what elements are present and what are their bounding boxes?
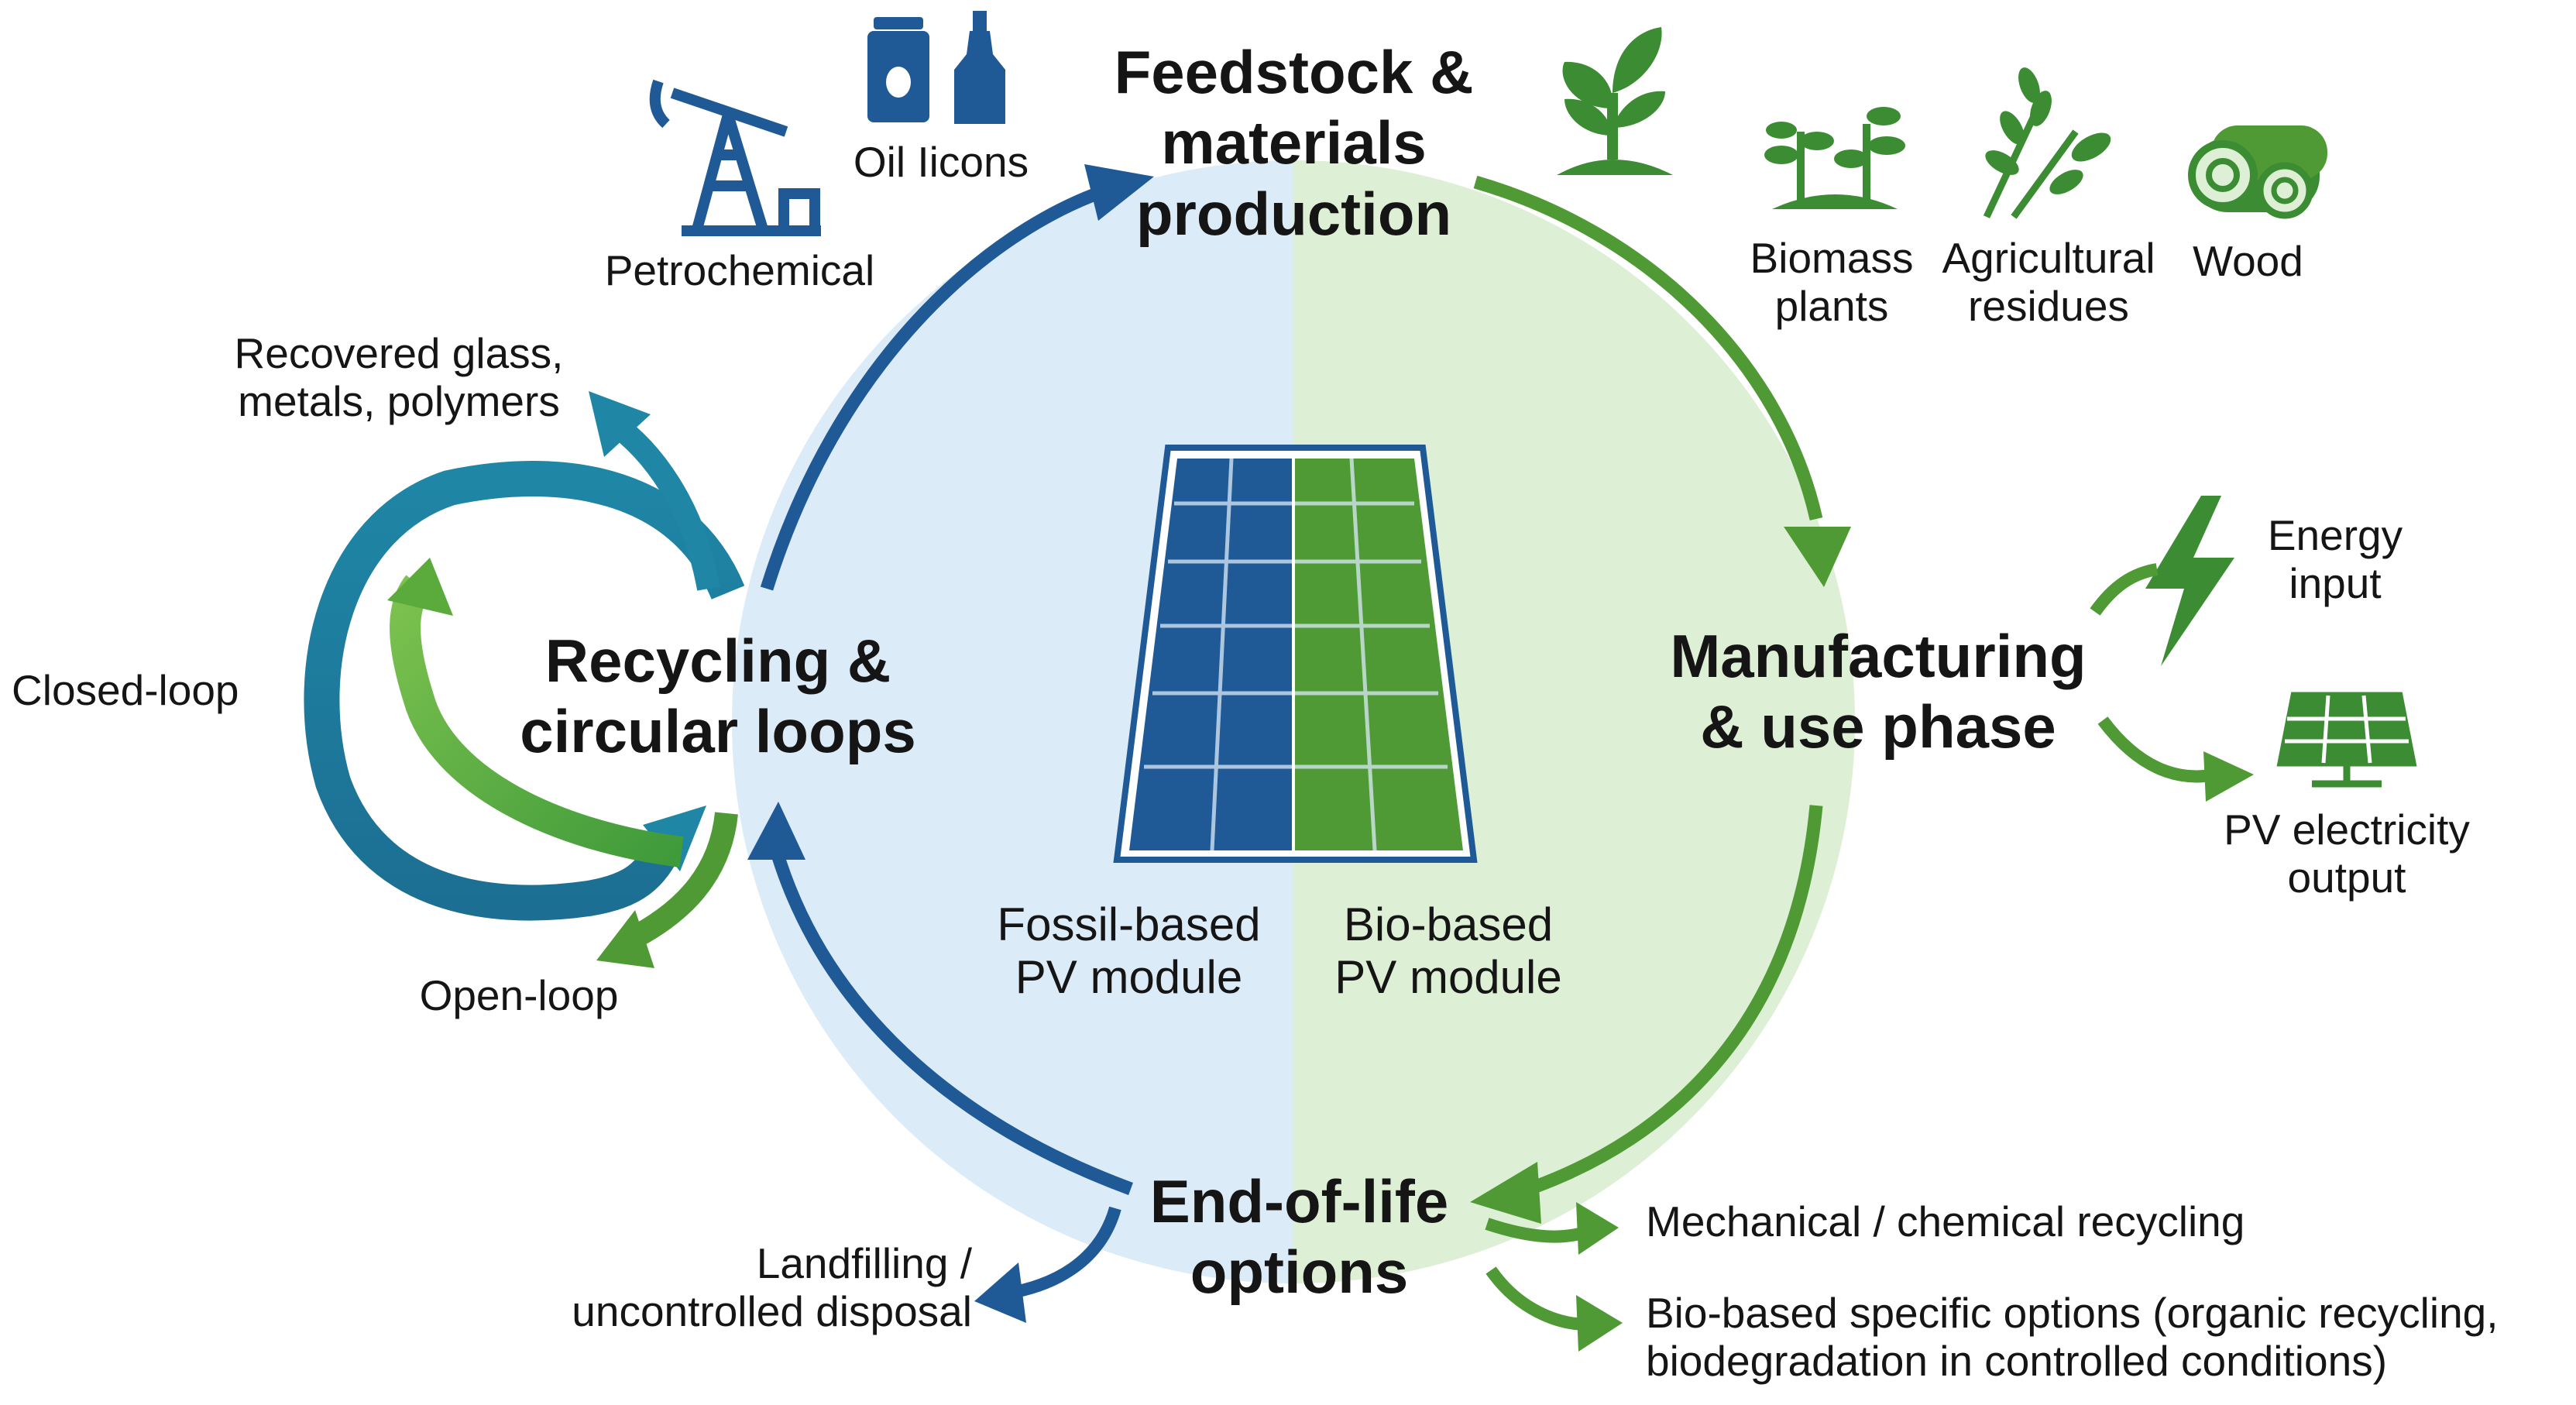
cycle-arrow-eol-to-recycling bbox=[747, 802, 1133, 1195]
solar-panel-icon bbox=[2276, 692, 2417, 788]
petrochemical-label: Petrochemical bbox=[604, 246, 875, 294]
stage-recycling-title: Recycling & circular loops bbox=[520, 627, 916, 766]
mechanical-chemical-recycling-label: Mechanical / chemical recycling bbox=[1646, 1197, 2245, 1245]
open-loop-label: Open-loop bbox=[419, 971, 619, 1019]
recovered-materials-arrow bbox=[589, 391, 720, 591]
pv-electricity-output-label: PV electricity output bbox=[2224, 806, 2470, 902]
mechanical-recycling-arrow bbox=[1485, 1202, 1619, 1255]
cycle-arrow-fossil-up bbox=[760, 164, 1154, 591]
oil-pumpjack-icon bbox=[649, 79, 821, 236]
energy-input-arrow bbox=[2090, 563, 2159, 616]
fossil-module-label: Fossil-based PV module bbox=[997, 898, 1261, 1003]
energy-input-label: Energy input bbox=[2267, 511, 2403, 608]
biomass-sapling-icon bbox=[1557, 27, 1673, 175]
oil-bottle-icon bbox=[954, 11, 1005, 124]
recovered-materials-label: Recovered glass, metals, polymers bbox=[234, 329, 564, 426]
bio-options-arrow bbox=[1485, 1266, 1623, 1352]
stage-end-of-life-title: End-of-life options bbox=[1149, 1167, 1449, 1307]
pv-module-icon bbox=[1113, 445, 1478, 863]
bio-module-label: Bio-based PV module bbox=[1334, 898, 1562, 1003]
pv-output-arrow bbox=[2097, 716, 2254, 802]
landfilling-label: Landfilling / uncontrolled disposal bbox=[572, 1239, 972, 1336]
bio-based-options-label: Bio-based specific options (organic recy… bbox=[1646, 1289, 2499, 1386]
energy-lightning-icon bbox=[2145, 496, 2234, 666]
inner-green-loop-arrow bbox=[387, 558, 684, 867]
agricultural-residues-label: Agricultural residues bbox=[1942, 234, 2155, 331]
stage-manufacturing-title: Manufacturing & use phase bbox=[1670, 622, 2087, 761]
closed-loop-label: Closed-loop bbox=[12, 666, 239, 714]
oil-icons-label: Oil Iicons bbox=[853, 138, 1029, 186]
wheat-icon bbox=[1983, 67, 2111, 219]
cycle-arrow-bio-to-manufacturing bbox=[1473, 175, 1851, 587]
cycle-arrow-manufacturing-to-eol bbox=[1470, 805, 1823, 1224]
landfill-arrow bbox=[974, 1206, 1121, 1323]
lifecycle-circle-fill bbox=[732, 160, 1855, 1283]
wood-label: Wood bbox=[2193, 237, 2303, 285]
biomass-plants-label: Biomass plants bbox=[1750, 234, 1914, 331]
stage-feedstock-title: Feedstock & materials production bbox=[1114, 38, 1474, 248]
wood-logs-icon bbox=[2188, 125, 2327, 219]
oil-barrel-icon bbox=[867, 17, 929, 122]
biomass-plants-icon bbox=[1764, 107, 1905, 209]
open-loop-arrow bbox=[596, 812, 738, 968]
